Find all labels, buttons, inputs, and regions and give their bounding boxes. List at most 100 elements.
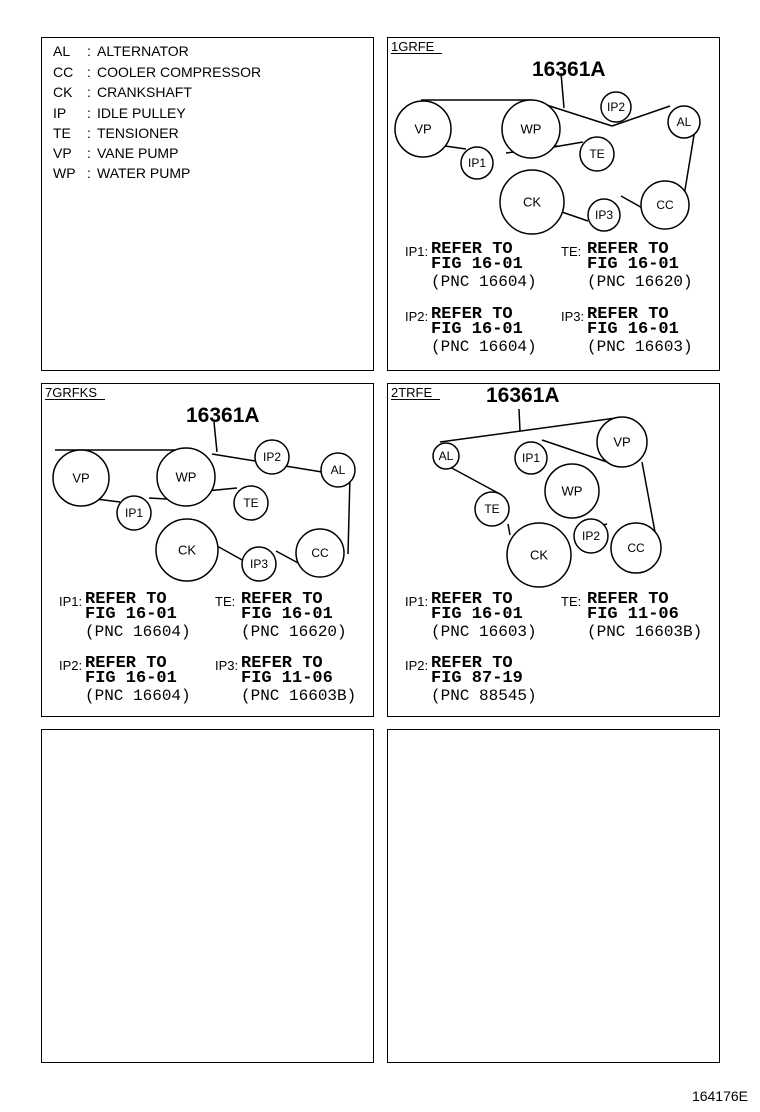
legend-abbr: IP	[53, 105, 67, 121]
note-fig: FIG 16-01	[431, 605, 523, 624]
note-pnc: (PNC 16603B)	[241, 687, 357, 705]
pulley-al	[432, 442, 460, 470]
pulley-label-ck: CK	[530, 547, 548, 562]
part-leader-line	[560, 72, 565, 109]
legend-name: IDLE PULLEY	[97, 105, 186, 121]
pulley-label-te: TE	[243, 496, 258, 510]
legend-abbr: CK	[53, 84, 73, 100]
pulley-te	[474, 491, 510, 527]
note-label: IP1:	[405, 594, 429, 609]
note-fig: FIG 11-06	[241, 669, 333, 688]
note-refer: REFER TO	[587, 240, 669, 259]
belt-segment	[447, 465, 499, 494]
note-fig: FIG 16-01	[85, 605, 177, 624]
pulley-wp	[156, 447, 216, 507]
pulley-label-vp: VP	[72, 470, 89, 485]
note-pnc: (PNC 88545)	[431, 687, 537, 705]
legend-colon: :	[87, 84, 91, 100]
legend-name: COOLER COMPRESSOR	[97, 64, 262, 80]
diagram-panel-7grfks: 7GRFKS 16361A VP WP IP1	[41, 383, 374, 717]
pulley-ip3	[241, 546, 277, 582]
part-number: 16361A	[486, 384, 560, 407]
pulley-label-te: TE	[589, 147, 604, 161]
pulley-wp	[544, 463, 600, 519]
note-fig: FIG 87-19	[431, 669, 523, 688]
note-pnc: (PNC 16604)	[431, 273, 537, 291]
note-fig: FIG 16-01	[241, 605, 333, 624]
belt-routing-diagram: VP WP IP1 IP2 AL TE CK IP3 CC	[394, 72, 701, 235]
note-refer: REFER TO	[431, 305, 513, 324]
note-refer: REFER TO	[431, 590, 513, 609]
legend-name: ALTERNATOR	[97, 43, 189, 59]
note-label: IP2:	[59, 658, 83, 673]
legend-panel: AL: ALTERNATOR CC: COOLER COMPRESSOR CK: CR…	[41, 37, 374, 371]
note-refer: REFER TO	[587, 305, 669, 324]
legend-colon: :	[87, 165, 91, 181]
pulley-ip2	[600, 91, 632, 123]
legend-abbr: TE	[53, 125, 71, 141]
note-refer: REFER TO	[241, 654, 323, 673]
note-pnc: (PNC 16620)	[587, 273, 693, 291]
pulley-wp	[501, 99, 561, 159]
note-label: TE:	[215, 594, 236, 609]
pulley-cc	[640, 180, 690, 230]
pulley-ip1	[460, 146, 494, 180]
pulley-vp	[52, 449, 110, 507]
note-refer: REFER TO	[241, 590, 323, 609]
pulley-label-wp: WP	[562, 483, 583, 498]
engine-code: 1GRFE	[391, 40, 443, 54]
legend-colon: :	[87, 125, 91, 141]
note-fig: FIG 16-01	[587, 255, 679, 274]
pulley-label-ip1: IP1	[522, 451, 540, 465]
pulley-label-cc: CC	[311, 546, 329, 560]
pulley-cc	[295, 528, 345, 578]
note-label: TE:	[561, 594, 582, 609]
note-refer: REFER TO	[85, 590, 167, 609]
note-pnc: (PNC 16604)	[431, 338, 537, 356]
pulley-label-al: AL	[439, 449, 454, 463]
note-pnc: (PNC 16620)	[241, 623, 347, 641]
pulley-ck	[155, 518, 219, 582]
note-fig: FIG 16-01	[587, 320, 679, 339]
pulley-te	[579, 136, 615, 172]
pulley-label-ck: CK	[523, 194, 541, 209]
part-leader-line	[213, 421, 218, 453]
pulley-ip1	[116, 495, 152, 531]
pulley-label-ip3: IP3	[595, 208, 613, 222]
diagram-panel-2trfe: 2TRFE 16361A AL IP1 VP WP TE	[387, 383, 720, 717]
legend-colon: :	[87, 43, 91, 59]
pulley-label-vp: VP	[613, 434, 630, 449]
legend-abbr: CC	[53, 64, 74, 80]
legend-abbr: AL	[53, 43, 71, 59]
pulley-ck	[499, 169, 565, 235]
pulley-al	[320, 452, 356, 488]
pulley-al	[667, 105, 701, 139]
note-label: TE:	[561, 244, 582, 259]
note-label: IP1:	[59, 594, 83, 609]
pulley-ip3	[587, 198, 621, 232]
empty-panel-left	[41, 729, 374, 1063]
note-pnc: (PNC 16603B)	[587, 623, 703, 641]
note-pnc: (PNC 16604)	[85, 623, 191, 641]
legend-abbr: VP	[53, 145, 72, 161]
belt-segment	[611, 105, 671, 127]
pulley-ip1	[514, 441, 548, 475]
note-pnc: (PNC 16603)	[587, 338, 693, 356]
note-pnc: (PNC 16603)	[431, 623, 537, 641]
pulley-label-ip1: IP1	[468, 156, 486, 170]
pulley-ck	[506, 522, 572, 588]
pulley-label-cc: CC	[656, 198, 674, 212]
pulley-label-ip2: IP2	[263, 450, 281, 464]
legend-name: CRANKSHAFT	[97, 84, 192, 100]
note-refer: REFER TO	[431, 654, 513, 673]
pulley-label-vp: VP	[414, 121, 431, 136]
pulley-label-wp: WP	[176, 469, 197, 484]
legend-colon: :	[87, 105, 91, 121]
note-fig: FIG 16-01	[431, 255, 523, 274]
pulley-label-ip3: IP3	[250, 557, 268, 571]
pulley-label-te: TE	[484, 502, 499, 516]
belt-routing-diagram: AL IP1 VP WP TE IP2 CK CC	[432, 408, 662, 588]
part-leader-line	[518, 408, 521, 432]
pulley-label-ip2: IP2	[607, 100, 625, 114]
part-number: 16361A	[186, 404, 260, 427]
